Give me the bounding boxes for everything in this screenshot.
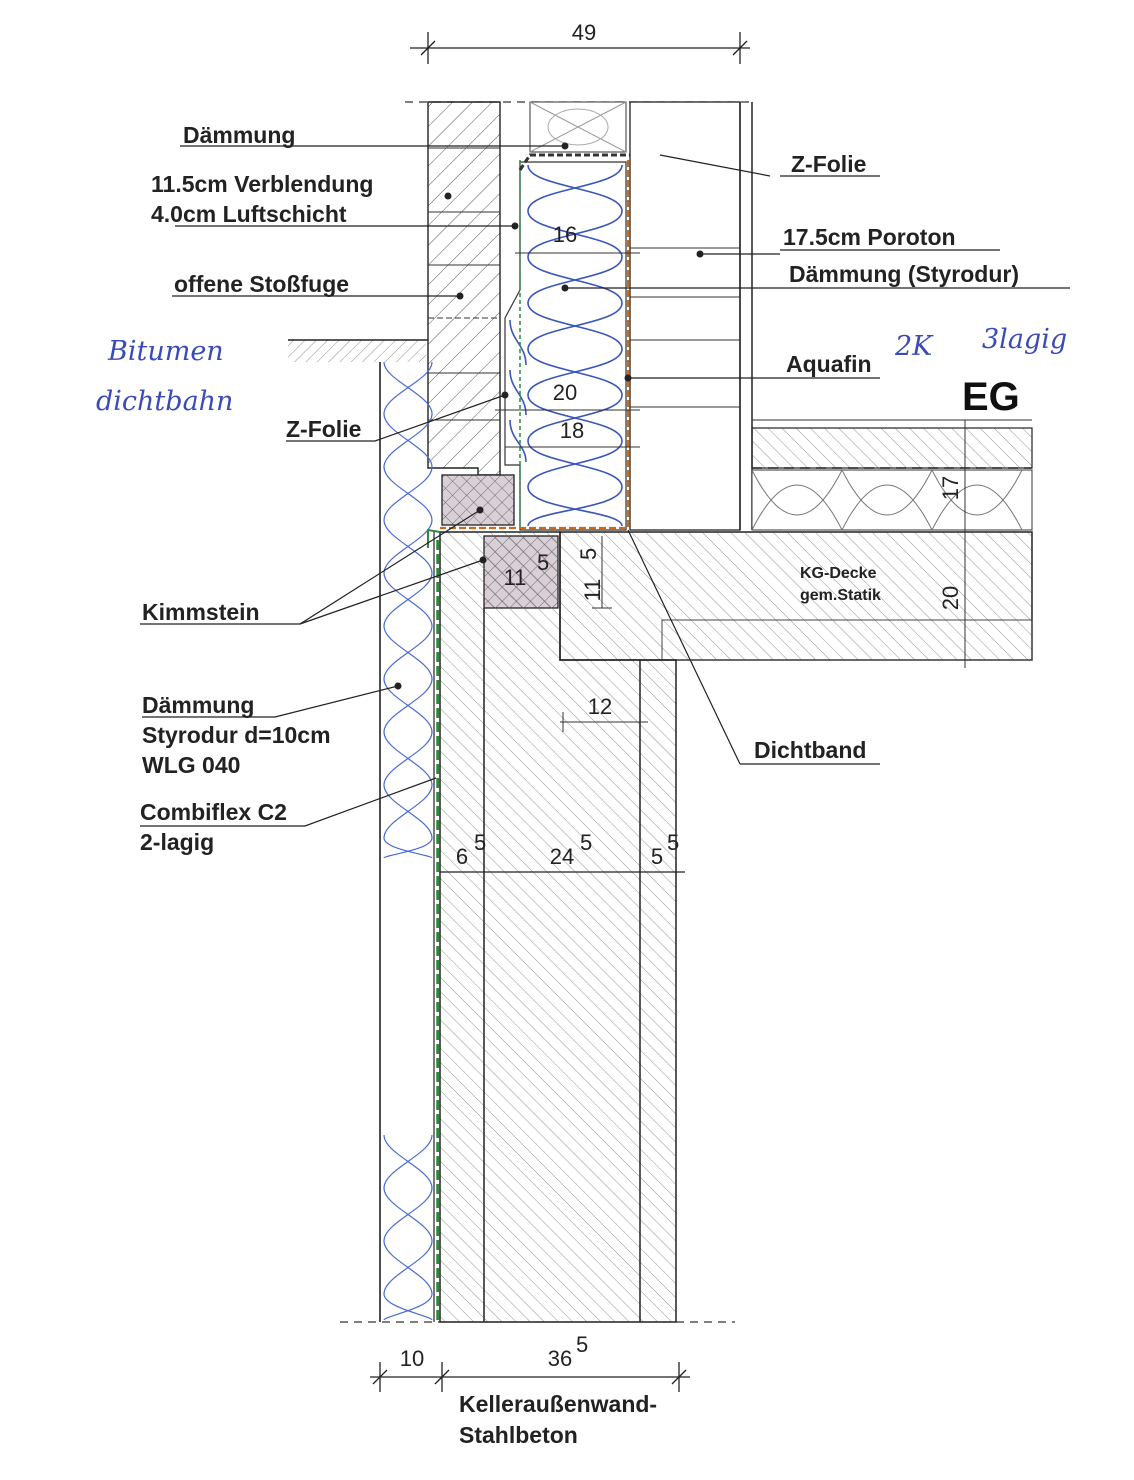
svg-text:5: 5 [576, 548, 601, 560]
ground-floor-buildup [751, 419, 1033, 532]
svg-text:17: 17 [938, 476, 963, 500]
svg-text:5: 5 [667, 830, 679, 855]
annotation-labels: Dämmung 11.5cm Verblendung 4.0cm Luftsch… [140, 122, 1020, 1448]
upper-insulation [529, 101, 627, 153]
handwritten-2k: 2K [894, 331, 934, 362]
handwritten-notes: Bitumen dichtbahn 2K 3lagig [96, 324, 1067, 417]
dimension-20: 20 [553, 380, 577, 405]
dimension-6-5: 6 [456, 844, 468, 869]
label-z-folie-right: Z-Folie [791, 151, 866, 177]
label-combiflex-2: 2-lagig [140, 829, 214, 855]
dimension-16: 16 [553, 222, 577, 247]
label-luftschicht: 4.0cm Luftschicht [151, 201, 347, 227]
z-folie-lower [427, 528, 441, 548]
dimension-12: 12 [560, 694, 648, 732]
dimension-kimmstein-width: 11 5 [504, 550, 550, 590]
label-dichtband: Dichtband [754, 737, 866, 763]
svg-text:12: 12 [588, 694, 612, 719]
terrain [288, 339, 428, 362]
svg-text:5: 5 [576, 1332, 588, 1357]
label-kellerwand-1: Kelleraußenwand- [459, 1391, 657, 1417]
label-combiflex-1: Combiflex C2 [140, 799, 287, 825]
svg-text:11: 11 [580, 579, 605, 602]
dimension-kimmstein-height: 11 5 [576, 536, 612, 609]
dimension-10: 10 [400, 1346, 424, 1371]
label-stossfuge: offene Stoßfuge [174, 271, 349, 297]
label-daemmung-top: Dämmung [183, 122, 295, 148]
label-kimmstein: Kimmstein [142, 599, 260, 625]
dimension-24-5: 24 [550, 844, 574, 869]
label-verblendung: 11.5cm Verblendung [151, 171, 373, 197]
label-aquafin: Aquafin [786, 351, 872, 377]
dimension-segments: 6 5 24 5 5 5 [456, 830, 679, 869]
label-z-folie-left: Z-Folie [286, 416, 361, 442]
label-kellerwand-2: Stahlbeton [459, 1422, 578, 1448]
handwritten-dichtbahn: dichtbahn [96, 386, 233, 417]
dimension-36-5: 36 [548, 1346, 572, 1371]
svg-text:5: 5 [537, 550, 549, 575]
basement-ceiling-slab [559, 531, 1033, 661]
cavity-insulation [504, 160, 627, 531]
label-daemmung-styrodur: Dämmung (Styrodur) [789, 261, 1019, 287]
svg-text:5: 5 [580, 830, 592, 855]
dimension-5-5: 5 [651, 844, 663, 869]
poroton-wall [629, 101, 753, 531]
dimension-18: 18 [560, 418, 584, 443]
exterior-insulation [379, 361, 435, 1322]
label-kg-decke-2: gem.Statik [800, 587, 881, 604]
dimension-slab-20: 20 [938, 586, 963, 610]
aquafin-seal [440, 160, 630, 530]
dimension-slab-17: 17 [938, 420, 966, 668]
dimension-bottom: 10 36 5 [370, 1332, 690, 1392]
leader-lines [140, 142, 1070, 827]
svg-text:11: 11 [504, 565, 527, 590]
label-daemmung-bottom-2: Styrodur d=10cm [142, 722, 331, 748]
label-poroton: 17.5cm Poroton [783, 224, 956, 250]
label-eg: EG [962, 375, 1020, 419]
dimension-49-text: 49 [572, 20, 596, 45]
label-daemmung-bottom-3: WLG 040 [142, 752, 240, 778]
dimension-49: 49 [410, 20, 750, 64]
kimmstein-upper [441, 474, 515, 526]
label-kg-decke-1: KG-Decke [800, 565, 877, 582]
handwritten-bitumen: Bitumen [107, 336, 224, 367]
svg-text:5: 5 [474, 830, 486, 855]
handwritten-3lagig: 3lagig [982, 324, 1067, 355]
label-daemmung-bottom-1: Dämmung [142, 692, 254, 718]
